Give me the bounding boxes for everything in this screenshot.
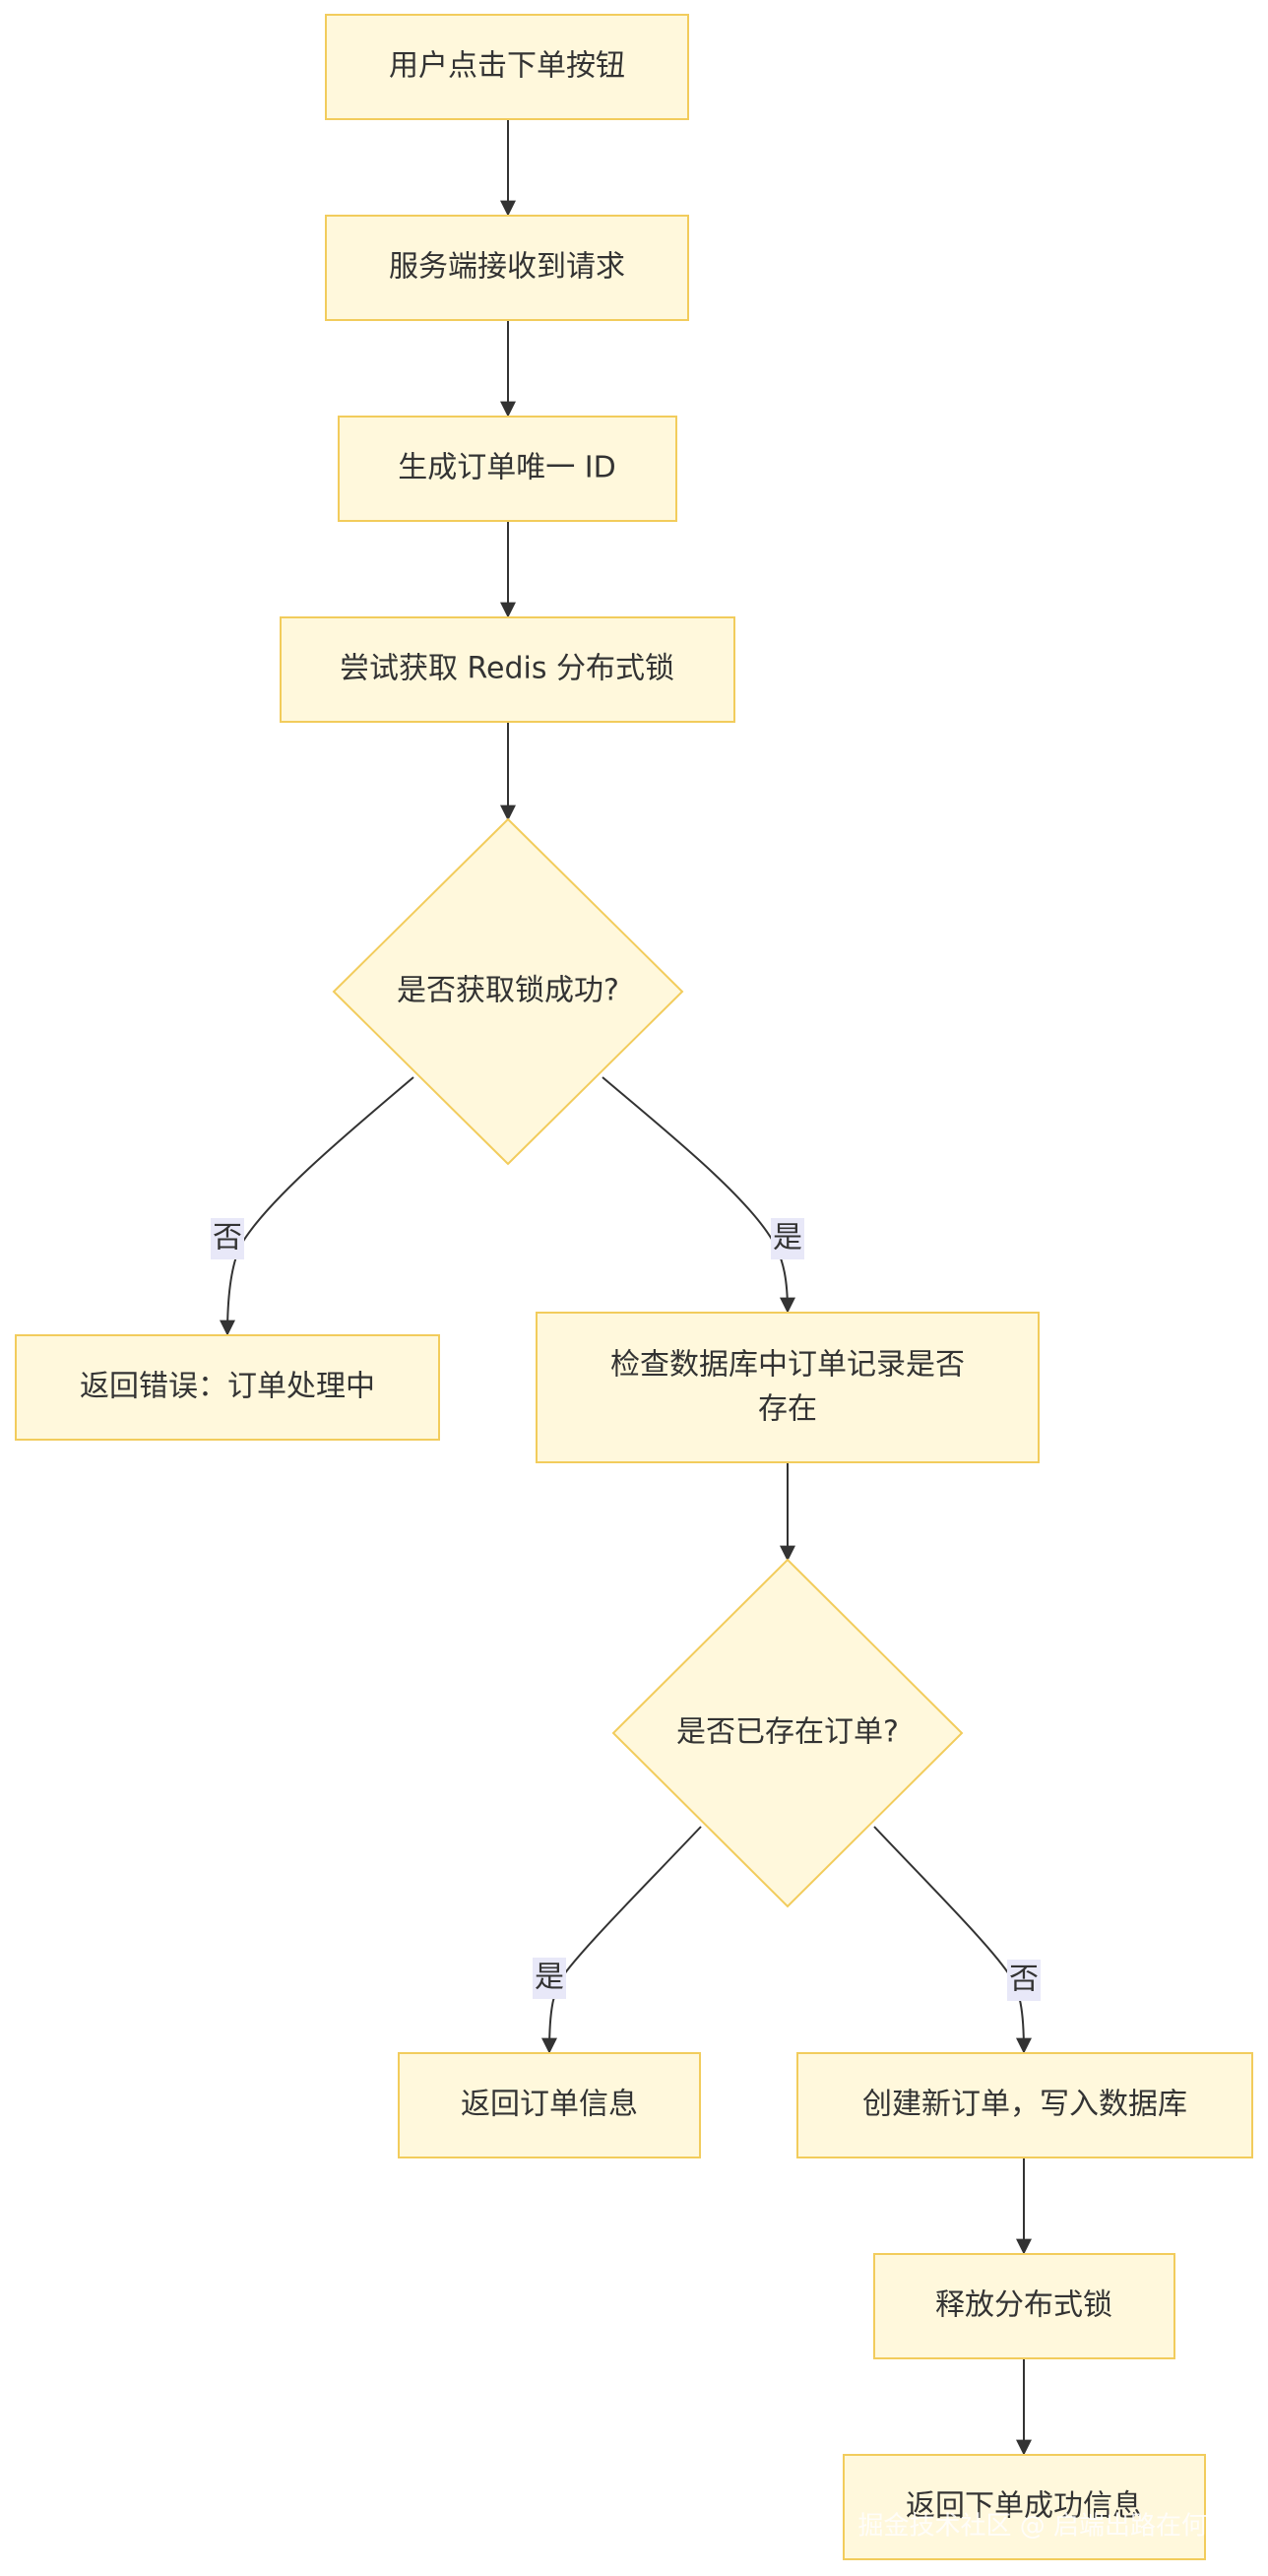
edges xyxy=(220,119,1032,2456)
node-lock-ok-label: 是否获取锁成功? xyxy=(397,974,619,1008)
node-order-exists-diamond xyxy=(611,1558,964,1908)
node-create-order-label: 创建新订单，写入数据库 xyxy=(862,2088,1187,2122)
edge-label-lock-yes-bg xyxy=(771,1218,804,1259)
node-err-processing-box xyxy=(15,1334,440,1441)
node-return-success-label: 返回下单成功信息 xyxy=(906,2489,1142,2524)
node-start-label: 用户点击下单按钮 xyxy=(389,49,625,84)
node-receive-label: 服务端接收到请求 xyxy=(389,250,625,285)
node-err-processing: 返回错误：订单处理中 xyxy=(15,1334,440,1441)
node-return-success: 返回下单成功信息 xyxy=(843,2454,1206,2560)
edge-label-lock-no: 否 xyxy=(211,1218,244,1259)
node-order-exists-label: 是否已存在订单? xyxy=(676,1715,899,1750)
edge-lockok-yes xyxy=(602,1076,795,1314)
edge-label-exists-no-bg xyxy=(1007,1960,1041,2001)
edge-label-exists-yes: 是 xyxy=(533,1958,566,1999)
edge-exists-yes xyxy=(541,1826,702,2054)
edge-label-exists-no-text: 否 xyxy=(1009,1963,1039,1997)
edge-label-exists-no: 否 xyxy=(1007,1960,1041,2001)
node-gen-id-label: 生成订单唯一 ID xyxy=(398,451,615,485)
node-release-lock-box xyxy=(873,2253,1175,2359)
node-release-lock: 释放分布式锁 xyxy=(873,2253,1175,2359)
node-try-lock-box xyxy=(280,616,735,723)
node-receive: 服务端接收到请求 xyxy=(325,215,689,321)
watermark: 掘金技术社区 @ 启端出路在何方 xyxy=(857,2512,1233,2542)
node-check-db: 检查数据库中订单记录是否 存在 xyxy=(536,1312,1040,1463)
edge-label-lock-yes: 是 xyxy=(771,1218,804,1259)
node-lock-ok-diamond xyxy=(332,817,684,1166)
edge-exists-no xyxy=(873,1826,1032,2054)
node-create-order: 创建新订单，写入数据库 xyxy=(796,2052,1253,2158)
node-start: 用户点击下单按钮 xyxy=(325,14,689,120)
node-return-info-label: 返回订单信息 xyxy=(461,2088,638,2122)
edge-lockok-no xyxy=(220,1076,414,1336)
node-return-info: 返回订单信息 xyxy=(398,2052,701,2158)
node-check-db-label-line1: 检查数据库中订单记录是否 xyxy=(610,1348,965,1383)
edge-label-exists-yes-bg xyxy=(533,1958,566,1999)
edge-label-lock-yes-text: 是 xyxy=(773,1221,802,1256)
node-err-processing-label: 返回错误：订单处理中 xyxy=(80,1370,375,1404)
node-check-db-box xyxy=(536,1312,1040,1463)
node-try-lock: 尝试获取 Redis 分布式锁 xyxy=(280,616,735,723)
node-gen-id-box xyxy=(338,416,677,522)
node-lock-ok: 是否获取锁成功? xyxy=(332,817,684,1166)
node-start-box xyxy=(325,14,689,120)
node-receive-box xyxy=(325,215,689,321)
node-try-lock-label: 尝试获取 Redis 分布式锁 xyxy=(340,652,674,686)
node-return-info-box xyxy=(398,2052,701,2158)
edge-label-exists-yes-text: 是 xyxy=(535,1961,564,1995)
node-order-exists: 是否已存在订单? xyxy=(611,1558,964,1908)
node-check-db-label-line2: 存在 xyxy=(758,1392,817,1427)
node-release-lock-label: 释放分布式锁 xyxy=(935,2288,1112,2323)
node-return-success-box xyxy=(843,2454,1206,2560)
edge-label-lock-no-text: 否 xyxy=(213,1221,242,1256)
node-create-order-box xyxy=(796,2052,1253,2158)
edge-label-lock-no-bg xyxy=(211,1218,244,1259)
node-gen-id: 生成订单唯一 ID xyxy=(338,416,677,522)
